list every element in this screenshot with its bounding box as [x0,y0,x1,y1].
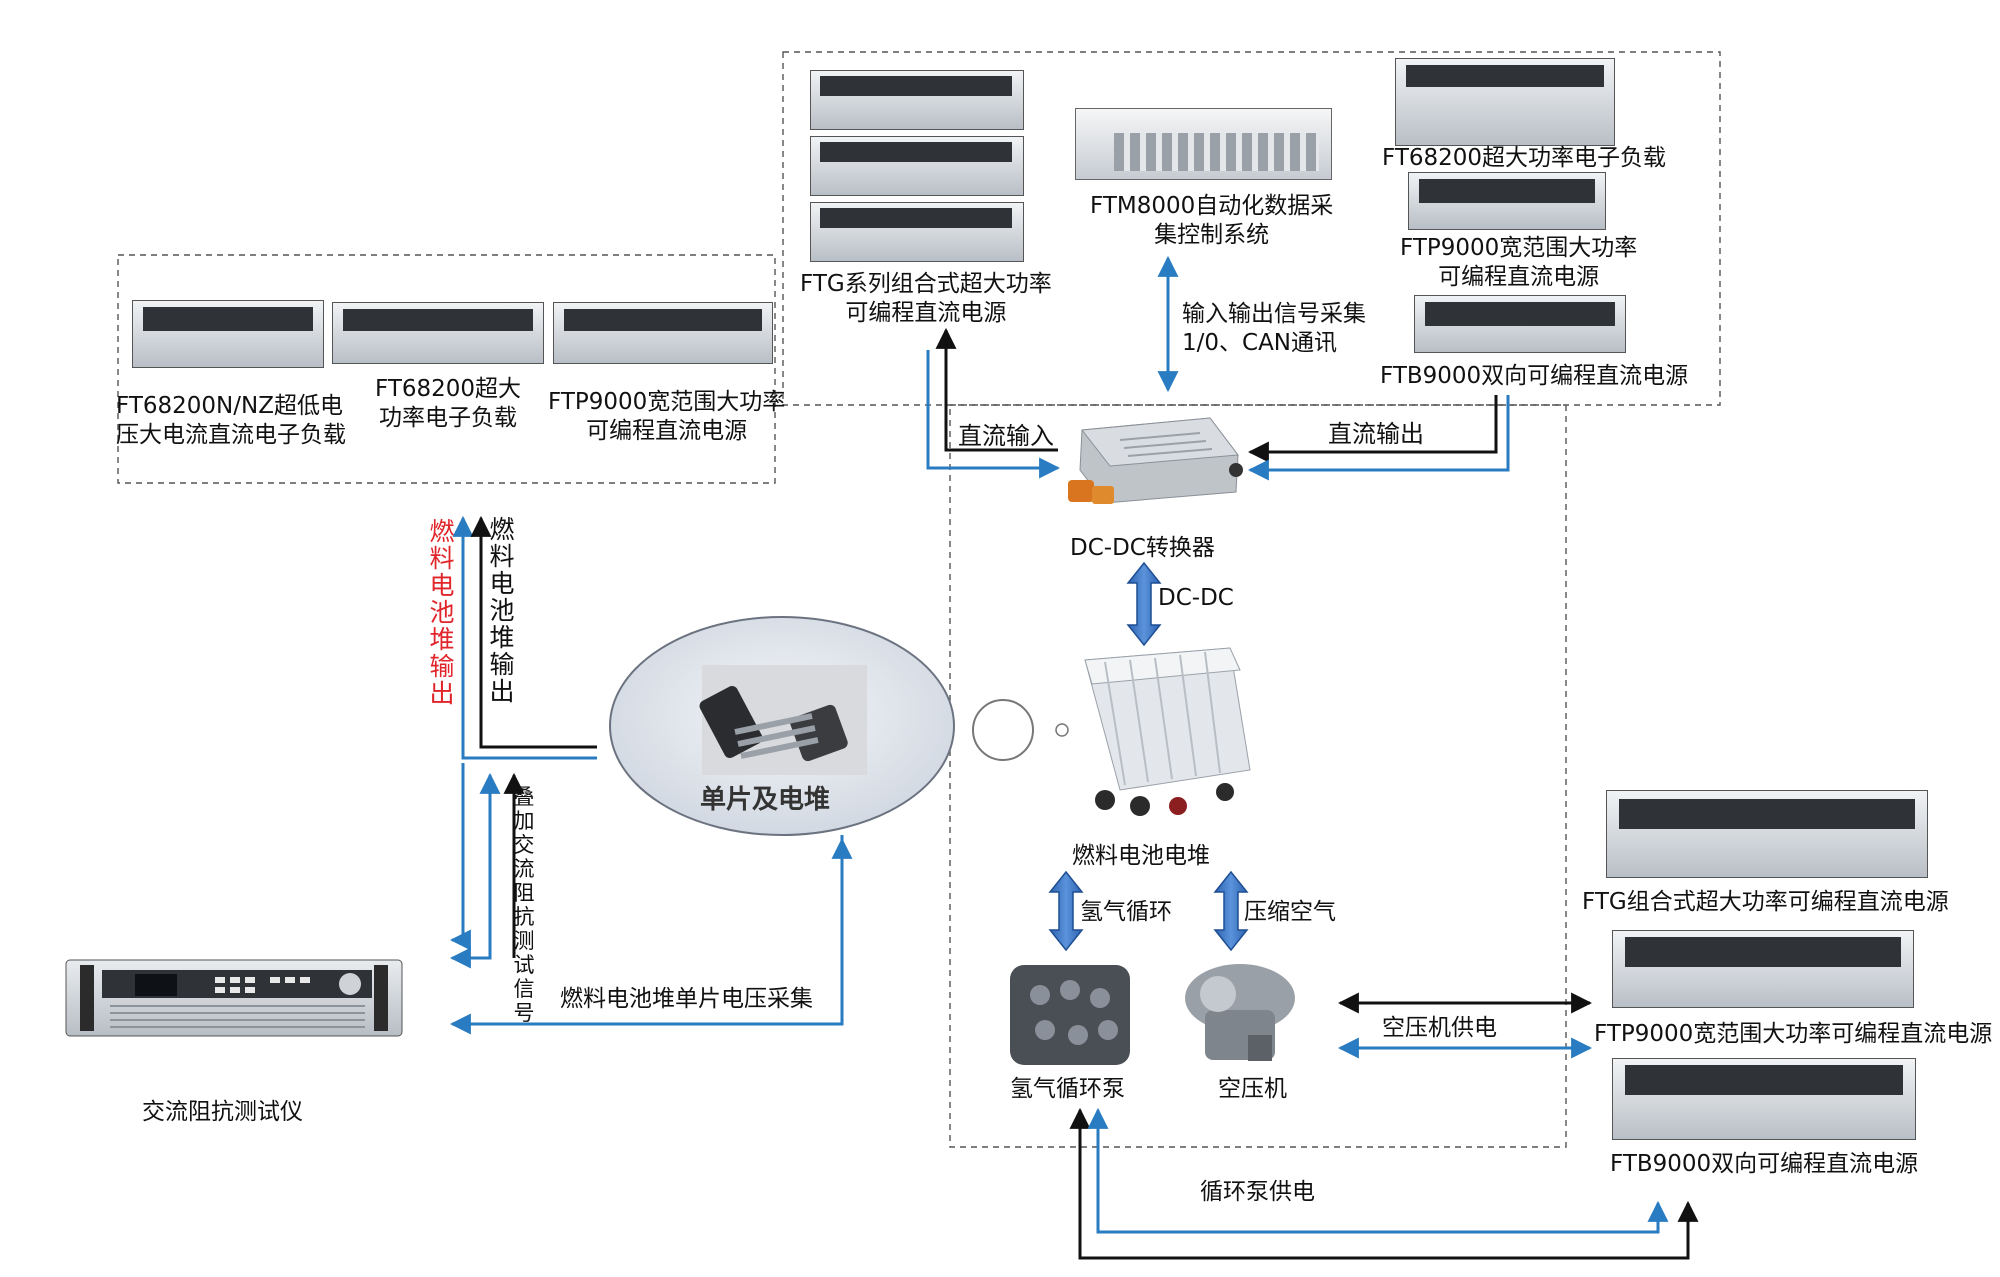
ftm8000-label: FTM8000自动化数据采 集控制系统 [1090,193,1334,248]
hydrogen-cycle-label: 氢气循环 [1080,899,1172,925]
ft68200n-unit [132,300,324,368]
cell-and-stack-label: 单片及电堆 [700,785,831,815]
stack-label: 燃料电池电堆 [1072,843,1210,869]
pump-power-black-arrow [1069,1107,1699,1260]
dc-input-black-arrow [935,327,1058,452]
dc-input-label: 直流输入 [958,422,1054,450]
decor-circle-small [1055,723,1069,737]
cell-stack-image [699,665,867,775]
ftp9000-left-label: FTP9000宽范围大功率 可编程直流电源 [548,389,786,444]
signal-label: 输入输出信号采集 1/0、CAN通讯 [1182,301,1366,356]
ac-signal-blue-arrow-1 [449,763,471,951]
ftg-top-instruments [810,70,1024,262]
hydrogen-fat-arrow [1048,870,1084,952]
ftg-right-label: FTG组合式超大功率可编程直流电源 [1582,889,1949,915]
compressor-power-label: 空压机供电 [1382,1015,1497,1041]
air-compressor-image [1185,964,1295,1061]
dcdc-label: DC-DC [1158,585,1234,611]
ft68200-top-right-label: FT68200超大功率电子负载 [1382,145,1667,171]
dc-output-blue-arrow [1247,395,1510,481]
pump-power-blue-arrow [1087,1107,1669,1234]
stack-output-red-label: 燃料电池堆输出 [429,517,455,708]
ftg-top-label: FTG系列组合式超大功率 可编程直流电源 [800,271,1052,326]
stack-output-black-label: 燃料电池堆输出 [489,515,515,706]
stack-output-blue-arrow [452,515,597,760]
ftp9000-right-unit [1612,930,1914,1008]
dcdc-fat-arrow [1126,561,1162,647]
ac-signal-blue-arrow-2 [449,772,501,969]
dcdc-converter-image [1068,417,1243,504]
top-instrument-group [782,51,1721,406]
ac-signal-label: 叠加交流阻抗测试信号 [513,785,535,1025]
cell-voltage-label: 燃料电池堆单片电压采集 [560,986,813,1012]
ft68200-left-label: FT68200超大 功率电子负载 [375,376,522,431]
ac-tester-label: 交流阻抗测试仪 [142,1099,303,1125]
hydrogen-pump-label: 氢气循环泵 [1010,1076,1125,1102]
dc-output-label: 直流输出 [1328,420,1424,448]
stack-output-black-arrow [470,515,597,749]
ftm8000-unit [1075,108,1332,180]
ftp9000-left-unit [553,302,773,364]
decor-circle-large [972,699,1034,761]
ft68200-left-unit [332,302,544,364]
ftg-right-unit [1606,790,1928,878]
ft68200-top-right-unit [1395,58,1615,146]
air-compressor-label: 空压机 [1218,1076,1287,1102]
dcdc-converter-label: DC-DC转换器 [1070,535,1215,561]
ac-tester-image [65,959,403,1037]
ftp9000-right-label: FTP9000宽范围大功率可编程直流电源 [1594,1021,1993,1047]
ftp9000-top-right-unit [1408,172,1606,230]
ftb9000-top-right-label: FTB9000双向可编程直流电源 [1380,363,1689,389]
dc-input-blue-arrow [926,350,1061,479]
fat-arrows [1048,561,1249,952]
ftb9000-top-right-unit [1414,295,1626,353]
pump-power-label: 循环泵供电 [1200,1179,1315,1205]
ft68200n-label: FT68200N/NZ超低电 压大电流直流电子负载 [116,393,346,448]
air-fat-arrow [1213,870,1249,952]
compressed-air-label: 压缩空气 [1244,899,1336,925]
dc-output-black-arrow [1247,395,1498,463]
ftp9000-top-right-label: FTP9000宽范围大功率 可编程直流电源 [1400,235,1638,290]
left-instrument-group [117,254,776,484]
ftb9000-right-unit [1612,1058,1916,1140]
ftb9000-right-label: FTB9000双向可编程直流电源 [1610,1151,1919,1177]
hydrogen-pump-image [1010,965,1130,1065]
fuel-cell-stack-image [1084,647,1251,816]
